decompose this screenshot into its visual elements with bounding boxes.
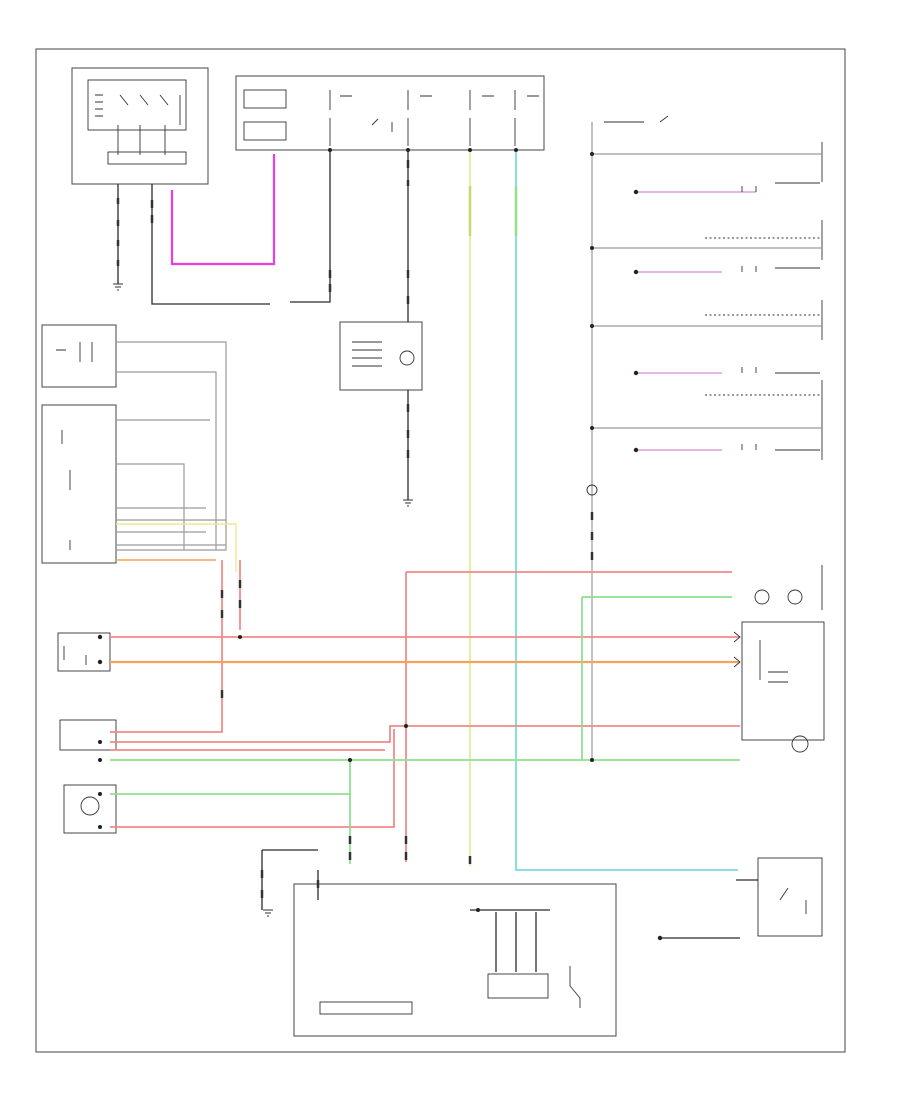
connector-pins xyxy=(97,148,757,941)
wires-green xyxy=(110,186,740,864)
ground-symbols xyxy=(113,283,413,917)
wires-red xyxy=(110,560,740,862)
wire-cyan xyxy=(515,150,738,871)
component-relay-box xyxy=(71,67,209,185)
component-left-box-b xyxy=(41,404,117,564)
connector-marks xyxy=(116,160,594,898)
wires-black xyxy=(116,122,822,939)
wire-magenta-right xyxy=(636,191,756,451)
component-combination-switch xyxy=(57,632,111,672)
component-indicator-light xyxy=(586,484,598,496)
wire-magenta xyxy=(170,154,276,266)
component-right-switch-stack xyxy=(705,142,823,460)
component-audio-switch xyxy=(63,784,117,834)
component-bottom-right-switch xyxy=(757,857,823,937)
component-right-module xyxy=(741,621,825,741)
component-remote-switch xyxy=(59,719,117,751)
component-fuse-box xyxy=(235,75,545,151)
component-bottom-control-unit xyxy=(293,883,617,1037)
component-left-box-a xyxy=(41,324,117,388)
diagram-frame xyxy=(35,48,846,1053)
component-meter-module xyxy=(339,321,423,391)
